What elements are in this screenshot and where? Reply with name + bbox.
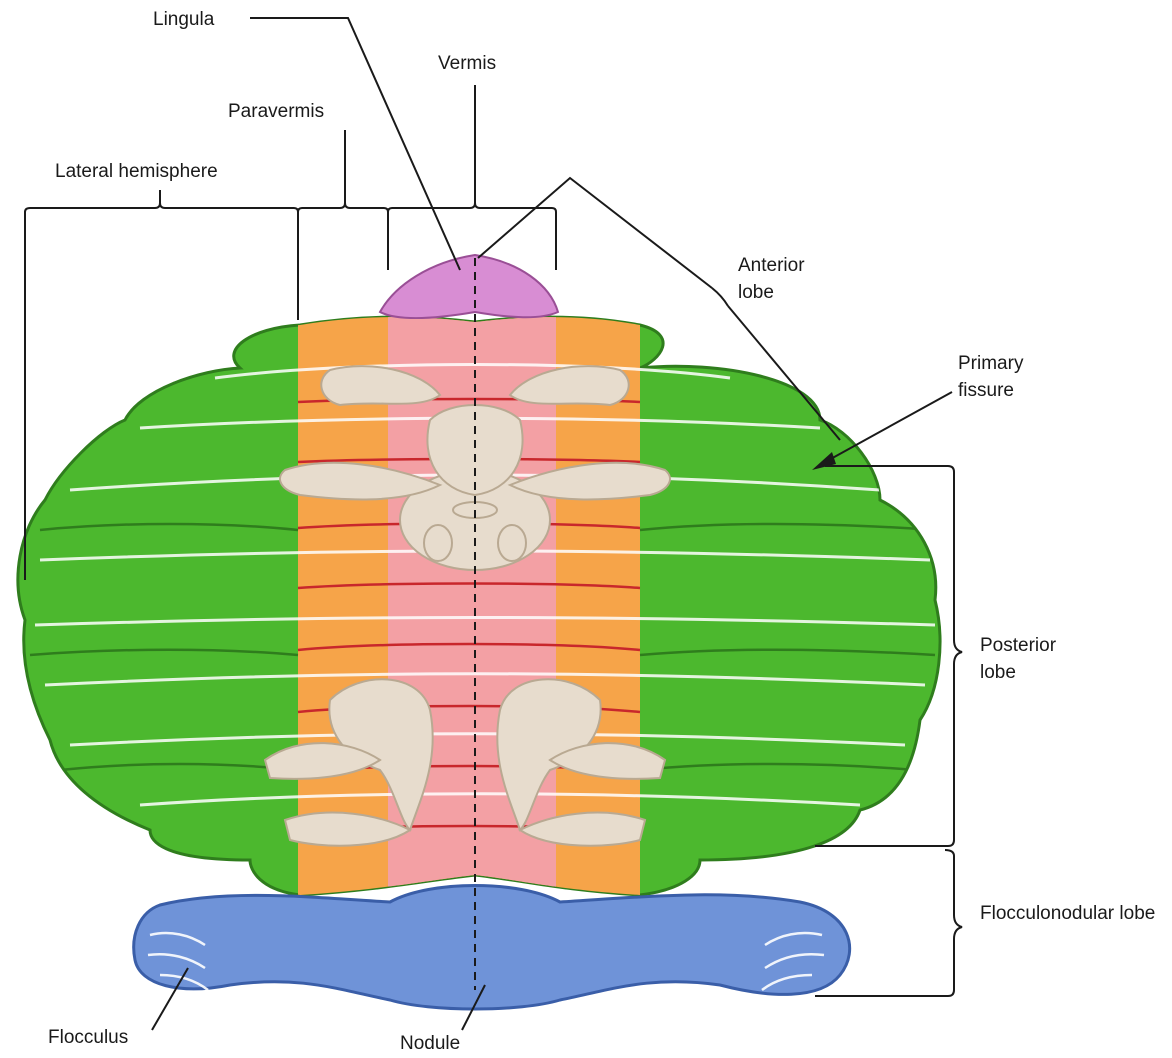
label-flocculonodular-lobe: Flocculonodular lobe [980, 900, 1170, 927]
label-paravermis: Paravermis [228, 98, 324, 125]
flocculonodular-shape [134, 886, 850, 1010]
label-nodule: Nodule [400, 1030, 460, 1057]
label-lingula: Lingula [153, 6, 214, 33]
lingula-shape [380, 255, 558, 318]
label-anterior-lobe: Anterior lobe [738, 252, 838, 306]
label-posterior-lobe: Posterior lobe [980, 632, 1075, 686]
label-primary-fissure: Primary fissure [958, 350, 1048, 404]
label-flocculus: Flocculus [48, 1024, 128, 1051]
label-lateral-hemisphere: Lateral hemisphere [55, 158, 218, 185]
label-vermis: Vermis [438, 50, 496, 77]
